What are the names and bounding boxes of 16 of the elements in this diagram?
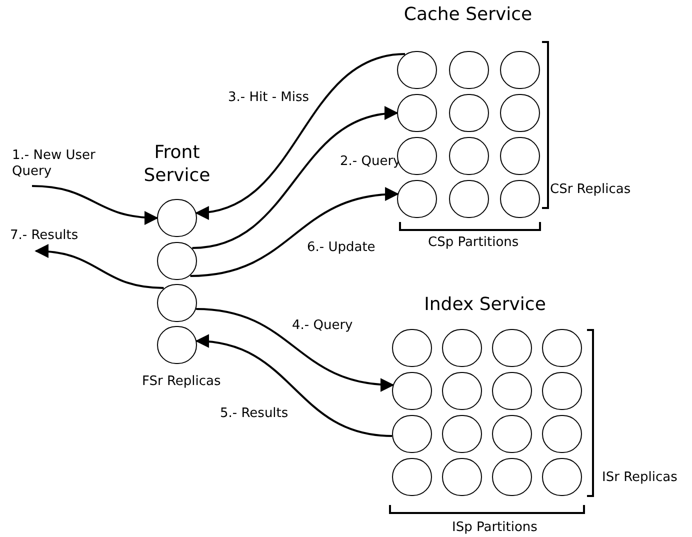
bracket-label: ISp Partitions	[452, 519, 538, 537]
arrow	[195, 335, 392, 437]
service-title: Cache Service	[402, 4, 534, 26]
bracket-label: FSr Replicas	[142, 373, 221, 391]
arrow	[190, 188, 400, 277]
edge-label: 6.- Update	[305, 240, 378, 256]
arrow	[32, 185, 158, 224]
arrow	[192, 107, 398, 249]
edge-label: 4.- Query	[290, 318, 355, 334]
service-title: Index Service	[423, 294, 547, 316]
service-title: Front Service	[142, 142, 212, 187]
arrow	[196, 308, 394, 392]
bracket-label: CSp Partitions	[428, 234, 519, 252]
arrow	[34, 244, 164, 289]
bracket-label: ISr Replicas	[602, 469, 678, 487]
bracket-label: CSr Replicas	[550, 181, 631, 199]
